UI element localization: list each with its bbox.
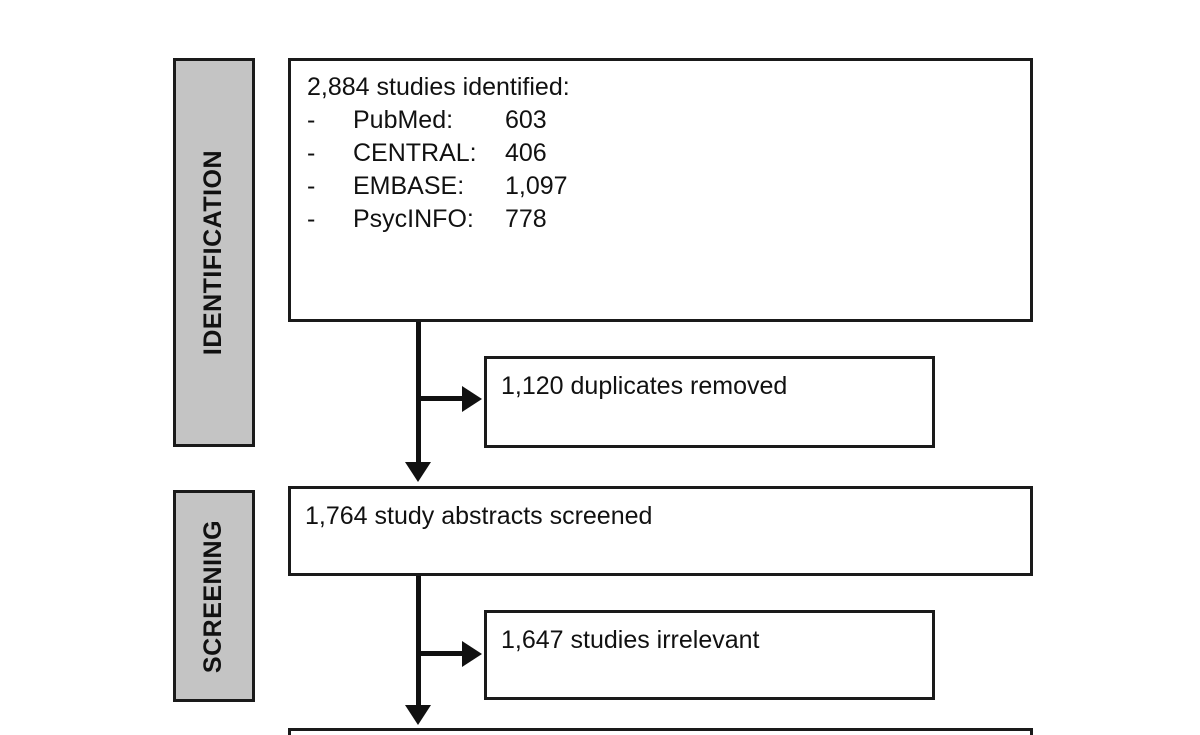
connector-line-to-irrelevant [416, 651, 466, 656]
phase-bar-screening: SCREENING [173, 490, 255, 702]
source-count: 603 [505, 106, 547, 134]
list-item: - CENTRAL: 406 [307, 137, 1030, 170]
phase-label-screening: SCREENING [199, 519, 228, 673]
duplicates-removed-text: 1,120 duplicates removed [501, 372, 788, 400]
box-next-stage-partial [288, 728, 1033, 735]
source-count: 406 [505, 139, 547, 167]
bullet-marker: - [307, 139, 316, 167]
source-name: CENTRAL: [353, 139, 477, 167]
arrow-head-right-to-irrelevant [462, 641, 482, 667]
abstracts-screened-text: 1,764 study abstracts screened [305, 502, 653, 530]
connector-line-to-duplicates [416, 396, 466, 401]
connector-line-identification-to-screening [416, 322, 421, 465]
box-duplicates-removed: 1,120 duplicates removed [484, 356, 935, 448]
box-abstracts-screened: 1,764 study abstracts screened [288, 486, 1033, 576]
connector-line-screened-to-eligibility [416, 576, 421, 716]
phase-label-identification: IDENTIFICATION [199, 149, 228, 356]
studies-identified-headline: 2,884 studies identified: [307, 73, 570, 101]
source-name: PubMed: [353, 106, 454, 134]
source-list: - PubMed: 603 - CENTRAL: 406 - EMBASE: 1… [307, 104, 1030, 236]
source-count: 778 [505, 205, 547, 233]
bullet-marker: - [307, 172, 316, 200]
list-item: - PsycINFO: 778 [307, 203, 1030, 236]
box-studies-irrelevant: 1,647 studies irrelevant [484, 610, 935, 700]
source-name: PsycINFO: [353, 205, 474, 233]
source-name: EMBASE: [353, 172, 465, 200]
bullet-marker: - [307, 106, 316, 134]
arrow-head-down-to-eligibility [405, 705, 431, 725]
arrow-head-down-to-screened [405, 462, 431, 482]
phase-bar-identification: IDENTIFICATION [173, 58, 255, 447]
source-count: 1,097 [505, 172, 568, 200]
arrow-head-right-to-duplicates [462, 386, 482, 412]
bullet-marker: - [307, 205, 316, 233]
studies-irrelevant-text: 1,647 studies irrelevant [501, 626, 760, 654]
list-item: - PubMed: 603 [307, 104, 1030, 137]
box-studies-identified: 2,884 studies identified: - PubMed: 603 … [288, 58, 1033, 322]
list-item: - EMBASE: 1,097 [307, 170, 1030, 203]
